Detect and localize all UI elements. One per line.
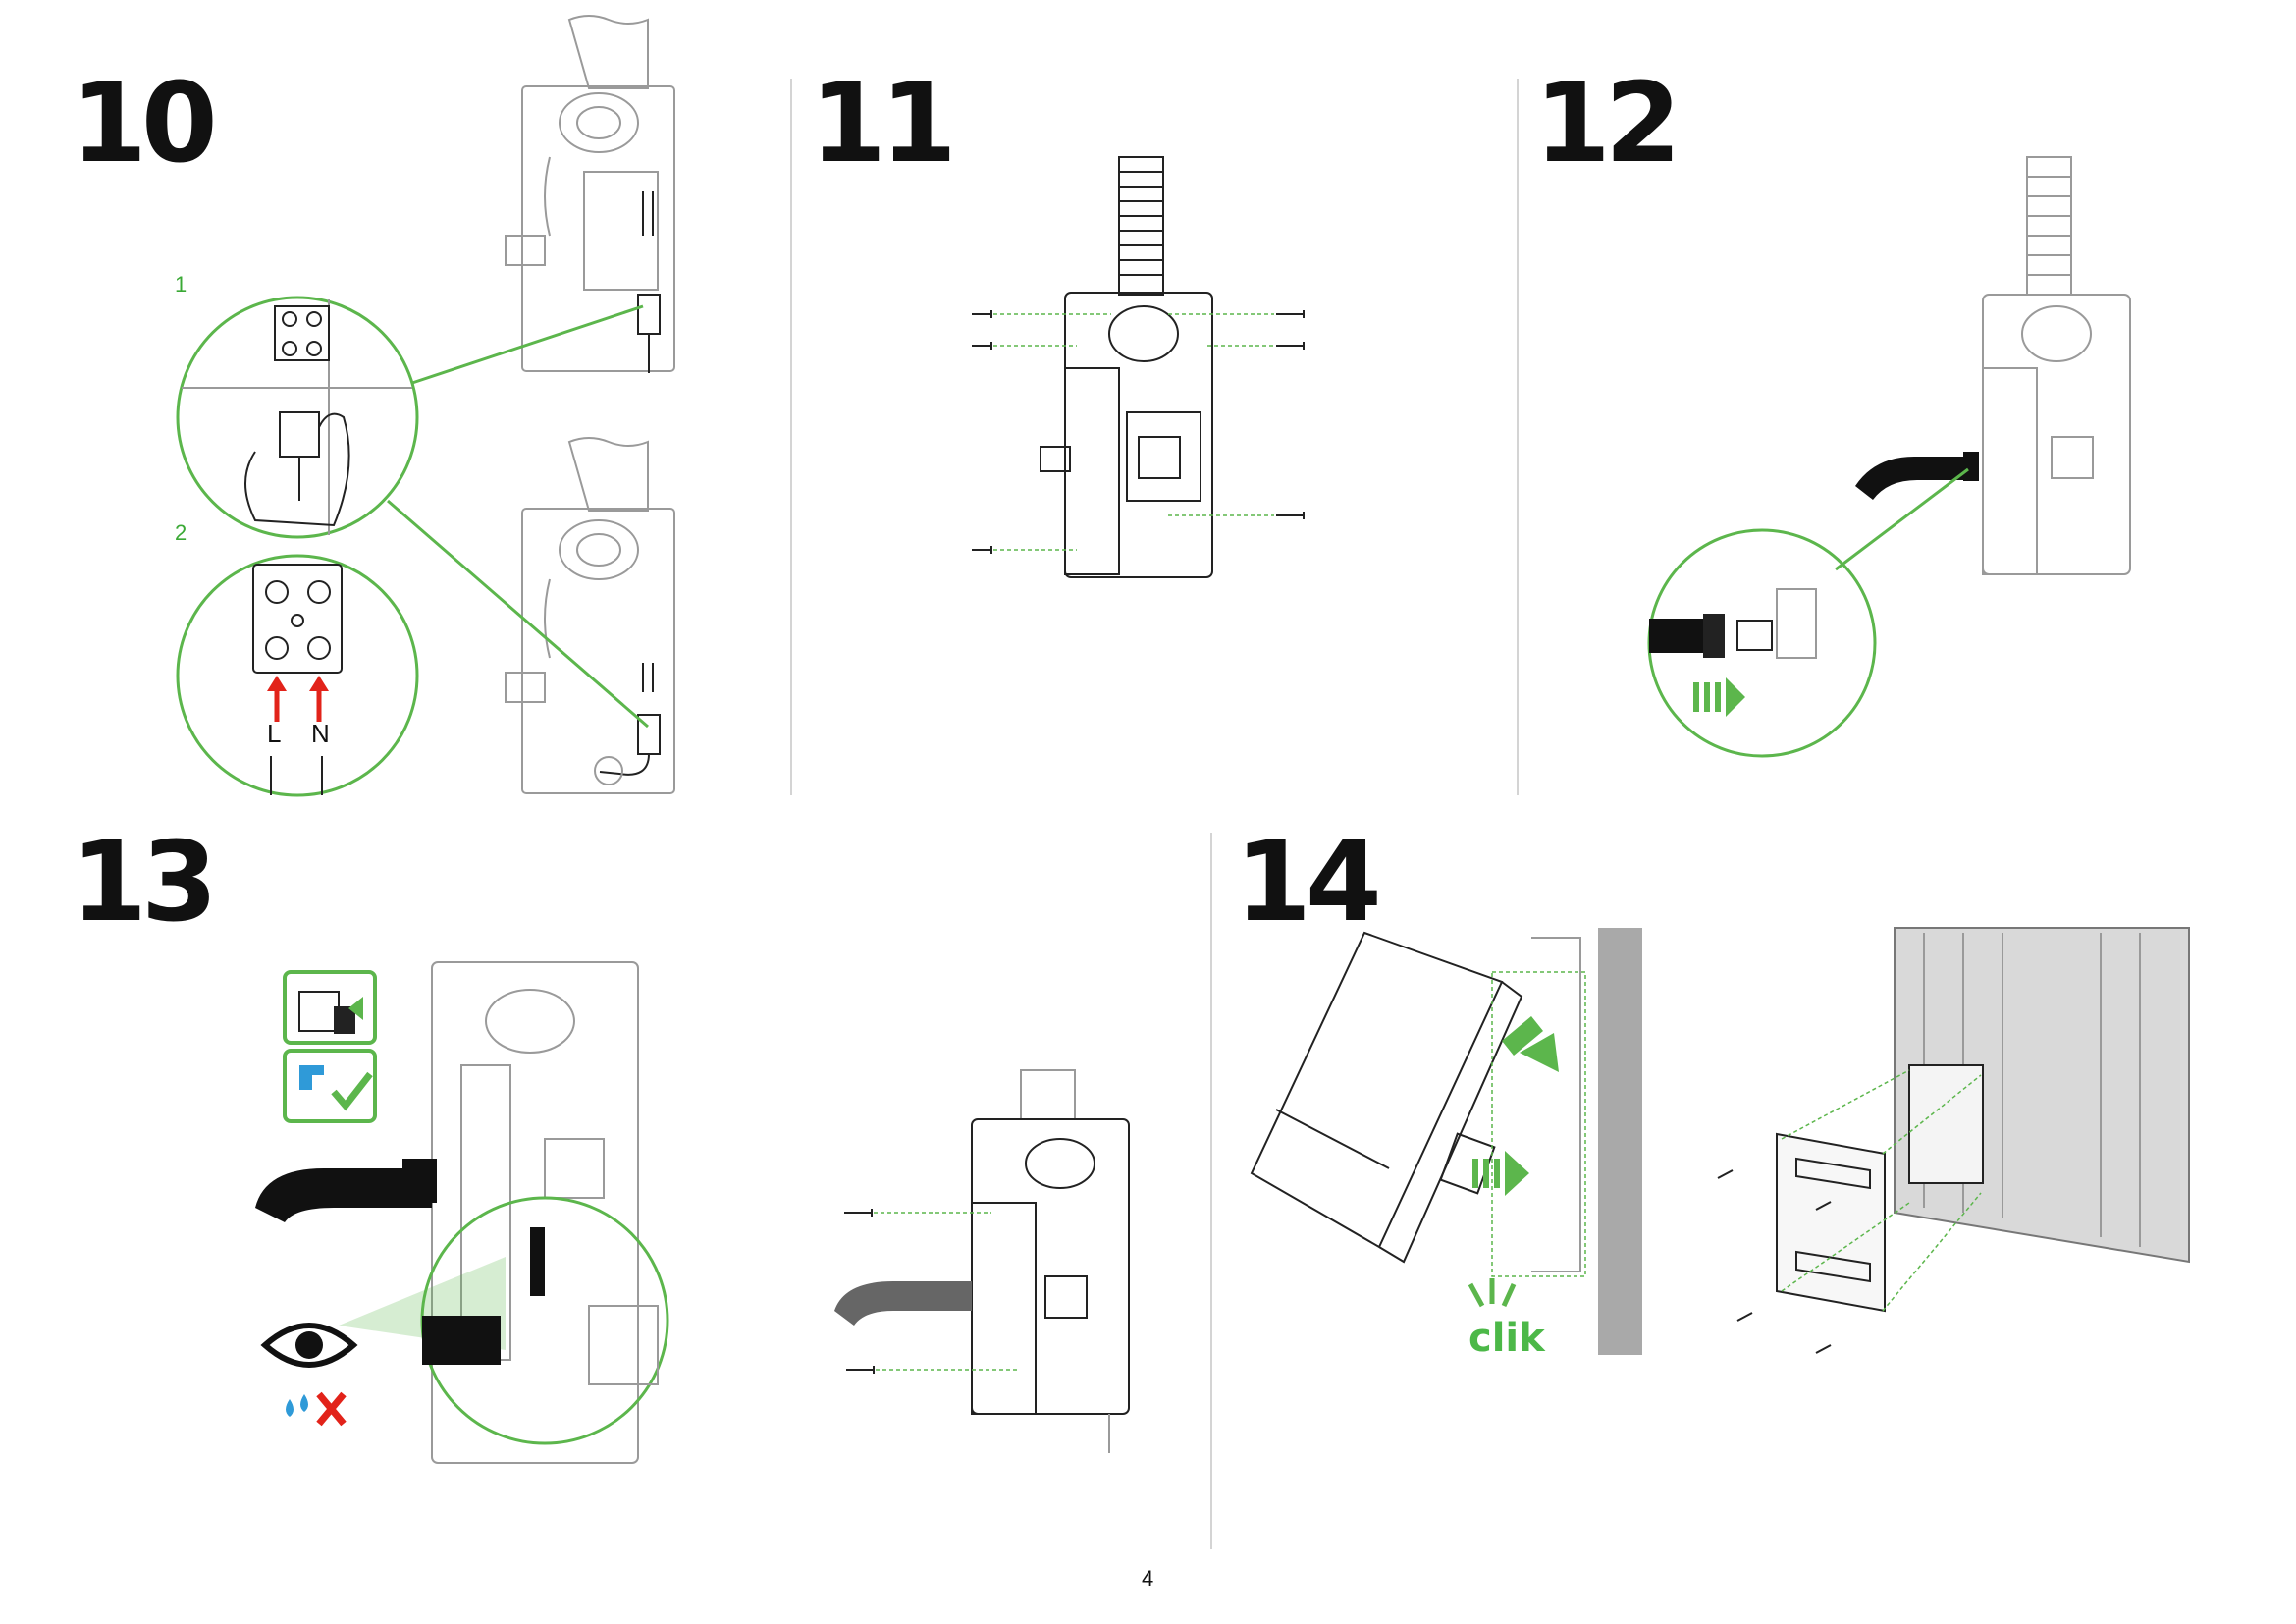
substep-1-label: 1 [175, 272, 187, 297]
water-tap-icon [283, 1049, 377, 1123]
screw-icon [972, 342, 992, 350]
screw-icon [846, 1366, 875, 1374]
detail-circle-gland [176, 296, 419, 539]
click-label: clik [1468, 1316, 1545, 1361]
screw-icon [1276, 310, 1305, 318]
green-push-arrow-icon [1502, 1016, 1559, 1072]
live-wire-label: L [267, 719, 282, 748]
water-drops-icon [286, 1394, 308, 1417]
vertical-divider-2 [1517, 79, 1519, 795]
screw-icon [972, 310, 992, 318]
screw-icon [1815, 1344, 1832, 1354]
green-push-arrow-icon [1693, 677, 1745, 717]
screw-icon [844, 1209, 873, 1217]
screw-icon [1815, 1201, 1832, 1211]
red-arrow-neutral-icon [309, 676, 329, 722]
step-11-number: 11 [810, 60, 957, 188]
step-12-number: 12 [1534, 60, 1682, 188]
plug-socket-icon [283, 970, 377, 1045]
appliance-back-plate-lower [505, 437, 675, 794]
green-push-arrow-icon [1472, 1151, 1529, 1196]
screw-icon [1276, 342, 1305, 350]
cross-icon [316, 1391, 347, 1427]
appliance-back-plate-upper [505, 15, 675, 373]
step-13-number: 13 [71, 819, 218, 947]
detail-circle-hose [1647, 528, 1877, 758]
detail-circle-connection [420, 1196, 669, 1445]
detail-circle-terminal [176, 554, 419, 797]
screw-icon [1276, 512, 1305, 519]
neutral-wire-label: N [311, 719, 330, 748]
screw-icon [1736, 1312, 1753, 1322]
page-number: 4 [1142, 1566, 1154, 1591]
ventilation-grille-cover [1776, 1132, 1886, 1313]
eye-icon [260, 1323, 358, 1368]
step-10-number: 10 [71, 60, 218, 188]
red-arrow-live-icon [267, 676, 287, 722]
screw-icon [972, 546, 992, 554]
checkmark-icon [331, 1071, 373, 1111]
screw-icon [1717, 1169, 1734, 1179]
click-burst-icon [1468, 1278, 1517, 1308]
vertical-divider-1 [790, 79, 792, 795]
substep-2-label: 2 [175, 520, 187, 545]
vertical-divider-3 [1210, 833, 1212, 1549]
step-14-number: 14 [1235, 819, 1382, 947]
